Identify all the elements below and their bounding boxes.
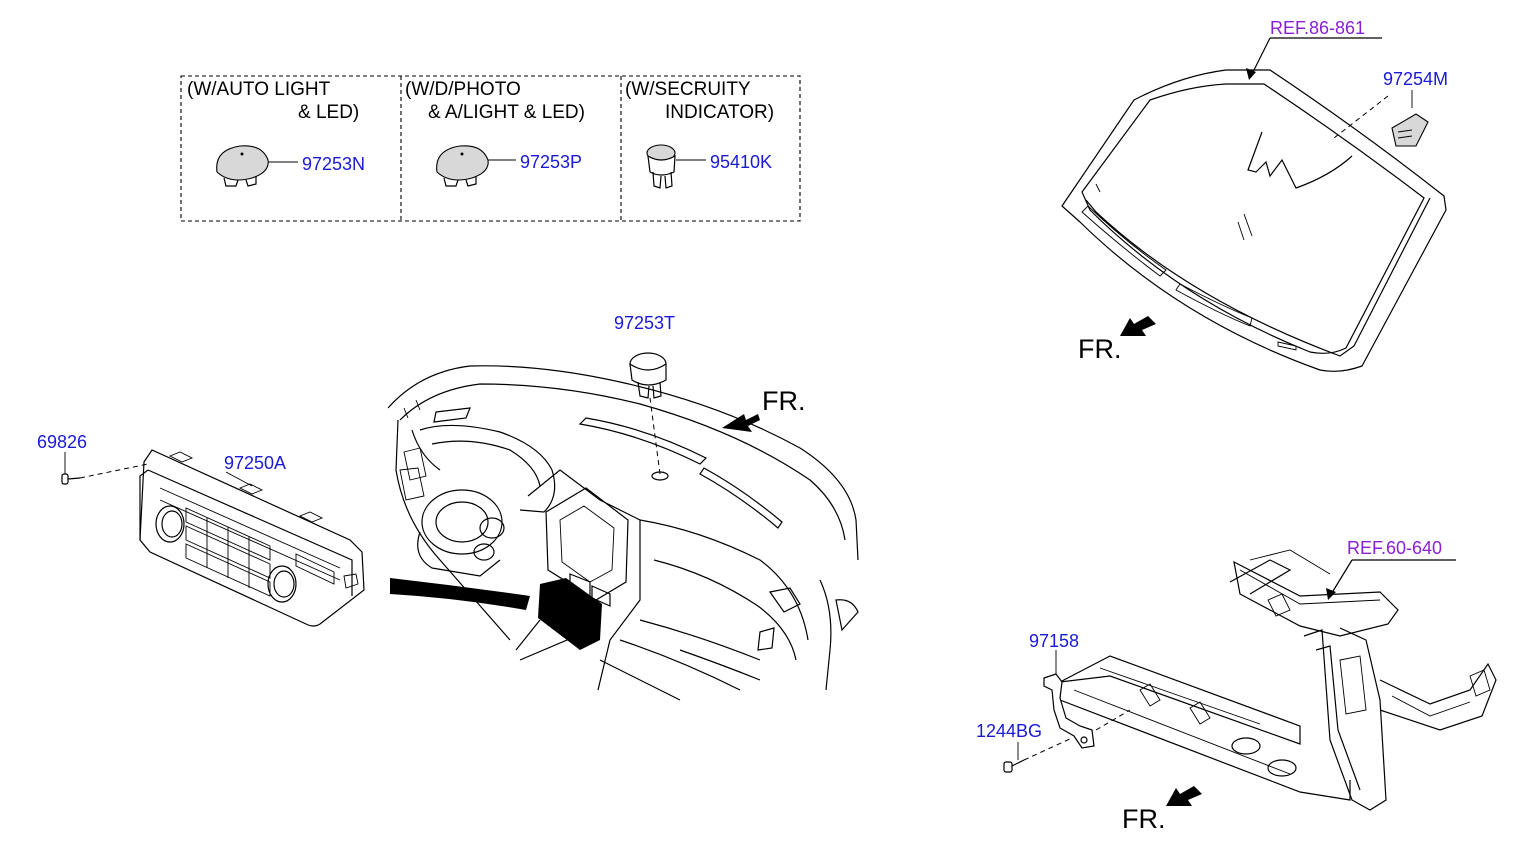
bracket-dash-line <box>1095 709 1131 731</box>
front-label: FR. <box>762 386 806 416</box>
ref-arrowhead <box>1246 68 1256 80</box>
option-caption-line2: & A/LIGHT & LED) <box>428 102 585 123</box>
option-panel-frame <box>180 75 801 222</box>
part-97158[interactable]: 97158 <box>1029 631 1079 651</box>
rain-sensor-dash-line <box>1333 95 1389 139</box>
ref-86-861[interactable]: REF.86-861 <box>1270 18 1365 38</box>
front-label: FR. <box>1078 334 1122 364</box>
part-97253T[interactable]: 97253T <box>614 313 675 333</box>
part-97250A[interactable]: 97250A <box>224 453 286 473</box>
part-97253N[interactable]: 97253N <box>302 154 365 174</box>
part-69826[interactable]: 69826 <box>37 432 87 452</box>
option-caption-line1: (W/AUTO LIGHT <box>187 79 331 100</box>
security-indicator-icon <box>646 144 676 189</box>
leader-ref-windshield <box>1250 37 1271 77</box>
sun-sensor-icon <box>629 352 667 399</box>
front-carrier-illustration <box>1059 549 1497 811</box>
dashboard-illustration <box>387 365 859 701</box>
option-panel: (W/AUTO LIGHT & LED) 97253N (W/D/PHOTO &… <box>180 75 801 222</box>
option-caption-line1: (W/D/PHOTO <box>405 79 521 100</box>
sensor-dash-line <box>649 397 661 475</box>
part-97254M[interactable]: 97254M <box>1383 69 1448 89</box>
photo-sensor-icon <box>436 145 489 187</box>
leader-97250A <box>225 471 253 487</box>
option-caption-line1: (W/SECRUITY <box>625 79 751 100</box>
front-arrow-icon <box>1120 316 1156 336</box>
option-caption-line2: & LED) <box>298 102 359 123</box>
part-97253P[interactable]: 97253P <box>520 152 582 172</box>
part-95410K[interactable]: 95410K <box>710 152 772 172</box>
front-arrow-icon <box>1166 786 1202 806</box>
option-caption-line2: INDICATOR) <box>665 102 774 123</box>
part-1244BG[interactable]: 1244BG <box>976 721 1042 741</box>
front-label: FR. <box>1122 804 1166 834</box>
bolt-icon <box>1003 759 1025 773</box>
location-arrow <box>390 578 530 610</box>
bolt-dash-line <box>1023 737 1073 761</box>
windshield-illustration <box>1061 69 1447 372</box>
leader-ref-carrier <box>1329 559 1353 597</box>
rain-sensor-icon <box>1391 113 1429 147</box>
climate-control-unit-illustration <box>139 449 365 627</box>
ref-arrowhead <box>1326 588 1336 600</box>
screw-dash-line <box>79 463 149 479</box>
front-arrow-icon <box>722 414 760 432</box>
ref-60-640[interactable]: REF.60-640 <box>1347 538 1442 558</box>
bracket-icon <box>1043 673 1095 749</box>
screw-icon <box>61 473 81 485</box>
auto-light-sensor-icon <box>216 145 269 187</box>
control-unit-location <box>538 578 602 650</box>
